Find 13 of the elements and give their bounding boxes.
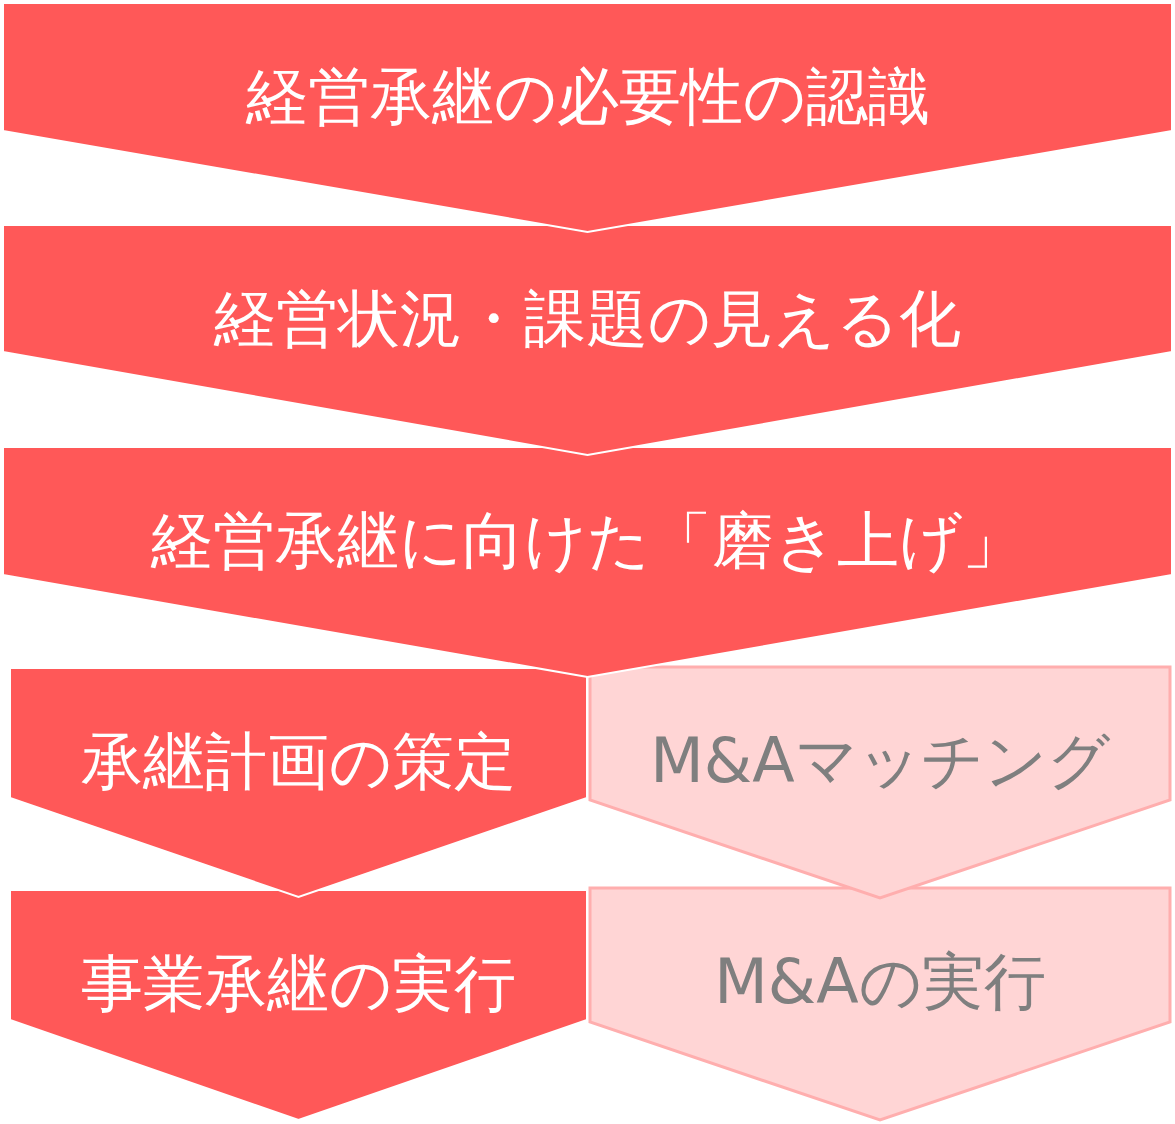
chevron-step [3, 225, 1172, 455]
chevron-step [590, 667, 1170, 898]
step-label: M&Aの実行 [714, 947, 1046, 1017]
chevron-step [590, 888, 1170, 1120]
step-label: 経営状況・課題の見える化 [214, 284, 961, 354]
chevron-step [3, 3, 1172, 232]
step-label: 承継計画の策定 [81, 727, 516, 797]
step-label: 経営承継に向けた「磨き上げ」 [151, 506, 1024, 576]
step-label: M&Aマッチング [650, 726, 1110, 796]
step-label: 経営承継の必要性の認識 [245, 62, 930, 132]
step-label: 事業承継の実行 [81, 949, 516, 1019]
chevron-step [10, 668, 587, 897]
chevron-step [10, 890, 587, 1120]
